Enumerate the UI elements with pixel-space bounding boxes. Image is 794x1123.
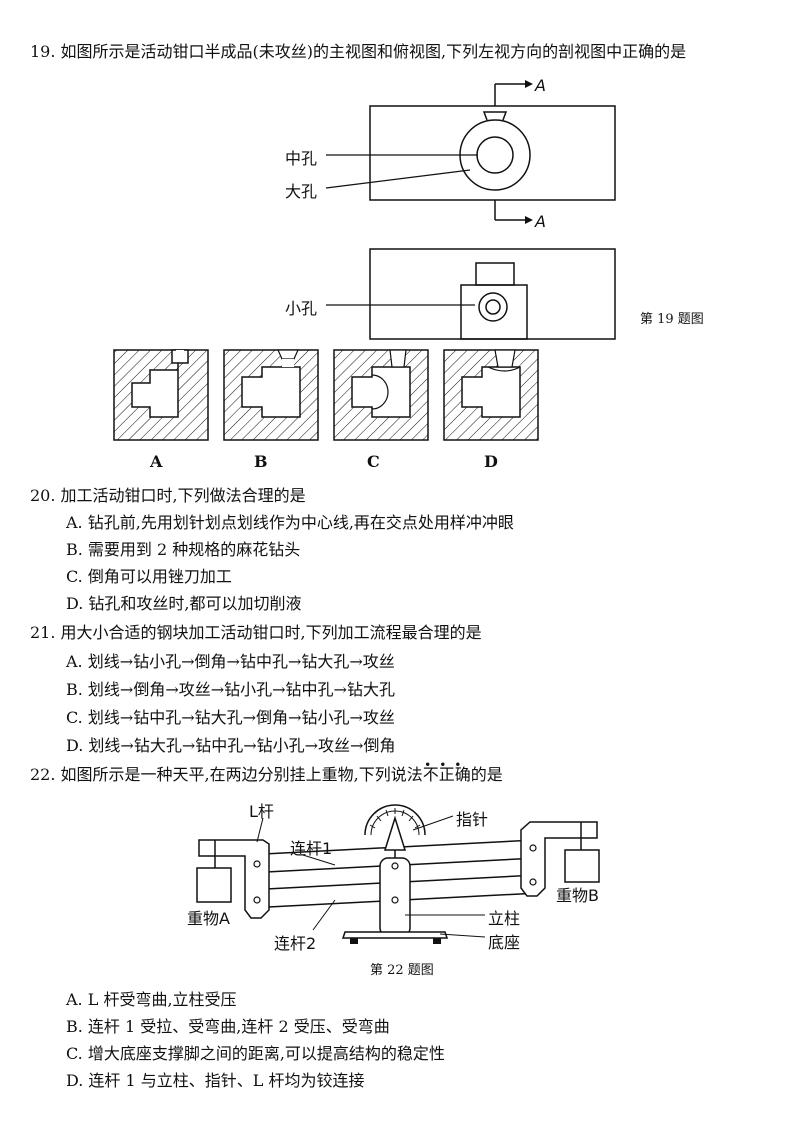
section-option-b xyxy=(223,349,319,441)
q22-option-b: B. 连杆 1 受拉、受弯曲,连杆 2 受压、受弯曲 xyxy=(66,1017,390,1036)
q20-option-a: A. 钻孔前,先用划针划点划线作为中心线,再在交点处用样冲冲眼 xyxy=(66,513,514,532)
q22-stem-pre: 22. 如图所示是一种天平,在两边分别挂上重物,下列说法 xyxy=(30,765,423,784)
label-weight-a: 重物A xyxy=(187,909,230,928)
choice-label-c: C xyxy=(367,452,380,471)
q19-caption: 第 19 题图 xyxy=(640,312,704,327)
section-option-a xyxy=(113,349,209,441)
label-pointer: 指针 xyxy=(456,810,489,829)
label-weight-b: 重物B xyxy=(556,886,599,905)
label-post: 立柱 xyxy=(488,909,521,928)
q22-option-c: C. 增大底座支撑脚之间的距离,可以提高结构的稳定性 xyxy=(66,1044,445,1063)
q20-option-c: C. 倒角可以用锉刀加工 xyxy=(66,567,232,586)
q19-stem: 19. 如图所示是活动钳口半成品(未攻丝)的主视图和俯视图,下列左视方向的剖视图… xyxy=(30,42,687,61)
label-base: 底座 xyxy=(488,933,521,952)
label-link1: 连杆1 xyxy=(290,839,333,858)
q22-balance-figure xyxy=(196,804,600,944)
label-small-hole: 小孔 xyxy=(285,299,318,318)
choice-label-d: D xyxy=(484,452,498,471)
q22-stem: 22. 如图所示是一种天平,在两边分别挂上重物,下列说法•••不正确的是 xyxy=(30,758,503,785)
q22-option-a: A. L 杆受弯曲,立柱受压 xyxy=(66,990,237,1009)
q21-option-c: C. 划线→钻中孔→钻大孔→倒角→钻小孔→攻丝 xyxy=(66,708,395,727)
q20-stem: 20. 加工活动钳口时,下列做法合理的是 xyxy=(30,486,306,505)
label-l-rod: L杆 xyxy=(249,802,274,821)
choice-label-b: B xyxy=(254,452,268,471)
q21-stem: 21. 用大小合适的钢块加工活动钳口时,下列加工流程最合理的是 xyxy=(30,623,482,642)
section-option-d xyxy=(443,349,539,441)
label-big-hole: 大孔 xyxy=(285,182,318,201)
q20-option-b: B. 需要用到 2 种规格的麻花钻头 xyxy=(66,540,301,559)
q21-option-b: B. 划线→倒角→攻丝→钻小孔→钻中孔→钻大孔 xyxy=(66,680,395,699)
q22-stem-post: 的是 xyxy=(470,765,503,784)
leader-lines-front xyxy=(325,154,478,189)
section-mark-top: A xyxy=(535,76,546,95)
q21-option-d: D. 划线→钻大孔→钻中孔→钻小孔→攻丝→倒角 xyxy=(66,736,396,755)
label-link2: 连杆2 xyxy=(274,934,317,953)
q19-top-view xyxy=(369,248,616,340)
q19-section-options xyxy=(113,349,539,441)
label-middle-hole: 中孔 xyxy=(285,149,318,168)
q21-option-a: A. 划线→钻小孔→倒角→钻中孔→钻大孔→攻丝 xyxy=(66,652,395,671)
section-option-c xyxy=(333,349,429,441)
section-mark-bottom: A xyxy=(535,212,546,231)
q20-option-d: D. 钻孔和攻丝时,都可以加切削液 xyxy=(66,594,302,613)
q22-caption: 第 22 题图 xyxy=(370,963,434,978)
q22-option-d: D. 连杆 1 与立柱、指针、L 杆均为铰连接 xyxy=(66,1071,365,1090)
q22-stem-emphasis: •••不正确 xyxy=(422,758,471,784)
leader-line-top xyxy=(326,304,475,306)
choice-label-a: A xyxy=(150,452,163,471)
